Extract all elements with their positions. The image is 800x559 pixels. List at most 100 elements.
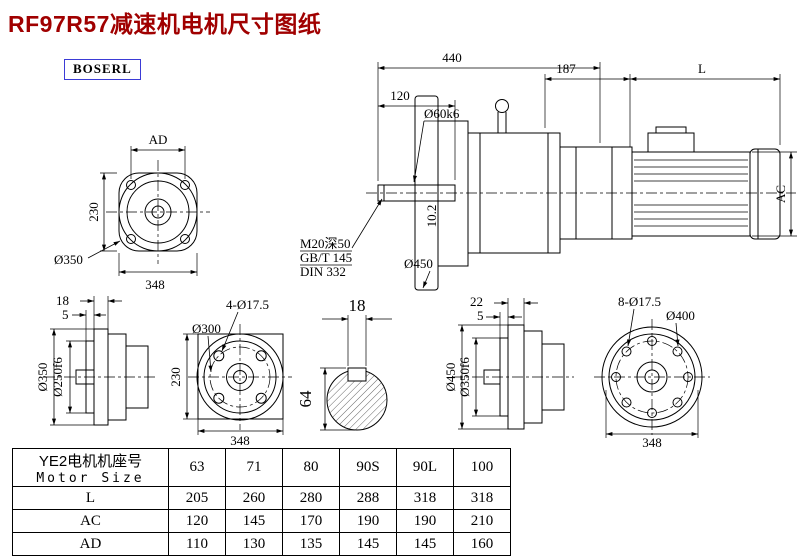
side-view-large: 22 5 Ø450 Ø350f6 bbox=[443, 294, 574, 430]
value-cell: 318 bbox=[453, 486, 511, 510]
lifting-eye bbox=[495, 99, 509, 113]
page-title: RF97R57减速机电机尺寸图纸 bbox=[8, 11, 322, 37]
dim-flange-thickness: 22 bbox=[470, 294, 483, 309]
bolt-hole bbox=[180, 180, 190, 190]
dim-spigot-depth: 5 bbox=[477, 308, 484, 323]
side-view-small: 18 5 Ø350 Ø250f6 bbox=[35, 293, 156, 426]
size-column: 71 bbox=[225, 448, 283, 487]
value-cell: 205 bbox=[168, 486, 226, 510]
dim-motor-length: L bbox=[698, 61, 706, 76]
terminal-box bbox=[647, 132, 695, 153]
motor-body bbox=[631, 151, 751, 237]
bolt-hole bbox=[213, 392, 225, 404]
keyway-height-label: 10.2 bbox=[424, 205, 439, 228]
value-cell: 120 bbox=[168, 509, 226, 533]
bolt-hole bbox=[180, 234, 190, 244]
bolt-circle-label: Ø400 bbox=[666, 308, 695, 323]
bolt-hole bbox=[672, 397, 683, 408]
value-cell: 110 bbox=[168, 532, 226, 556]
value-cell: 280 bbox=[282, 486, 340, 510]
value-cell: 145 bbox=[225, 509, 283, 533]
row-label: AD bbox=[12, 532, 169, 556]
bolt-hole bbox=[647, 336, 657, 346]
bolt-hole bbox=[621, 346, 632, 357]
dim-adapter-length: 187 bbox=[556, 61, 576, 76]
table-row: AC 120 145 170 190 190 210 bbox=[12, 509, 511, 533]
bolt-hole bbox=[126, 180, 136, 190]
value-cell: 260 bbox=[225, 486, 283, 510]
bolt-hole bbox=[255, 392, 267, 404]
bolt-hole bbox=[683, 372, 693, 382]
size-column: 80 bbox=[282, 448, 340, 487]
spigot-diameter-label: Ø350f6 bbox=[457, 357, 472, 397]
shaft-section-view: 18 64 bbox=[296, 296, 392, 431]
value-cell: 160 bbox=[453, 532, 511, 556]
value-cell: 210 bbox=[453, 509, 511, 533]
flange-view-top: AD 230 Ø350 348 bbox=[54, 132, 210, 292]
dim-flange-thickness: 18 bbox=[56, 293, 69, 308]
dim-ad: AD bbox=[149, 132, 168, 147]
shaft-diameter-label: Ø60k6 bbox=[424, 106, 460, 121]
value-cell: 135 bbox=[282, 532, 340, 556]
bolt-holes-label: 8-Ø17.5 bbox=[618, 294, 661, 309]
bolt-hole bbox=[213, 350, 225, 362]
flange-diameter-label: Ø350 bbox=[54, 252, 83, 267]
tap-hole-label: M20深50 bbox=[300, 236, 351, 251]
spigot-diameter-label: Ø250f6 bbox=[50, 357, 65, 397]
size-column: 90L bbox=[396, 448, 454, 487]
bolt-hole bbox=[647, 408, 657, 418]
keyway bbox=[347, 367, 367, 382]
dim-motor-height: AC bbox=[773, 185, 788, 203]
value-cell: 130 bbox=[225, 532, 283, 556]
bolt-hole bbox=[255, 350, 267, 362]
motor-size-header-cn: YE2电机机座号 bbox=[38, 452, 143, 470]
standard-1-label: GB/T 145 bbox=[300, 250, 352, 265]
fan-cowl bbox=[749, 148, 781, 240]
standard-2-label: DIN 332 bbox=[300, 264, 346, 279]
dim-height: 230 bbox=[168, 367, 183, 387]
input-shaft bbox=[377, 184, 456, 202]
flange-diameter-label: Ø450 bbox=[404, 256, 433, 271]
shaft-stub bbox=[75, 369, 95, 385]
dim-shaft-length: 120 bbox=[390, 88, 410, 103]
bolt-circle-label: Ø300 bbox=[192, 321, 221, 336]
dim-height: 230 bbox=[86, 202, 101, 222]
value-cell: 190 bbox=[396, 509, 454, 533]
value-cell: 145 bbox=[396, 532, 454, 556]
dim-key-height: 64 bbox=[296, 390, 315, 408]
motor-size-table: YE2电机机座号 Motor Size 63 71 80 90S 90L 100… bbox=[12, 448, 511, 556]
value-cell: 288 bbox=[339, 486, 397, 510]
motor-size-header: YE2电机机座号 Motor Size bbox=[12, 448, 169, 487]
value-cell: 170 bbox=[282, 509, 340, 533]
value-cell: 318 bbox=[396, 486, 454, 510]
row-label: L bbox=[12, 486, 169, 510]
table-row: L 205 260 280 288 318 318 bbox=[12, 486, 511, 510]
flange-diameter-label: Ø450 bbox=[443, 363, 458, 392]
table-row: AD 110 130 135 145 145 160 bbox=[12, 532, 511, 556]
brand-logo: BOSERL bbox=[64, 59, 141, 80]
dim-spigot-depth: 5 bbox=[62, 307, 69, 322]
row-label: AC bbox=[12, 509, 169, 533]
bolt-hole bbox=[611, 372, 621, 382]
dim-key-width: 18 bbox=[349, 296, 366, 315]
bolt-hole bbox=[672, 346, 683, 357]
bolt-holes-label: 4-Ø17.5 bbox=[226, 297, 269, 312]
bolt-hole bbox=[621, 397, 632, 408]
value-cell: 190 bbox=[339, 509, 397, 533]
size-column: 63 bbox=[168, 448, 226, 487]
bolt-hole bbox=[126, 234, 136, 244]
main-view-dimensions: 440 187 L 120 Ø60k6 M20深50 GB/T 145 DIN … bbox=[300, 50, 797, 289]
motor-size-header-en: Motor Size bbox=[36, 470, 145, 486]
front-view-large: 8-Ø17.5 Ø400 348 bbox=[594, 294, 710, 450]
dim-width: 348 bbox=[145, 277, 165, 292]
size-column: 90S bbox=[339, 448, 397, 487]
flange-diameter-label: Ø350 bbox=[35, 363, 50, 392]
size-column: 100 bbox=[453, 448, 511, 487]
dim-total-length: 440 bbox=[442, 50, 462, 65]
front-view-small: 4-Ø17.5 Ø300 230 348 bbox=[168, 297, 292, 448]
dim-width: 348 bbox=[230, 433, 250, 448]
value-cell: 145 bbox=[339, 532, 397, 556]
shaft-stub bbox=[483, 369, 501, 385]
